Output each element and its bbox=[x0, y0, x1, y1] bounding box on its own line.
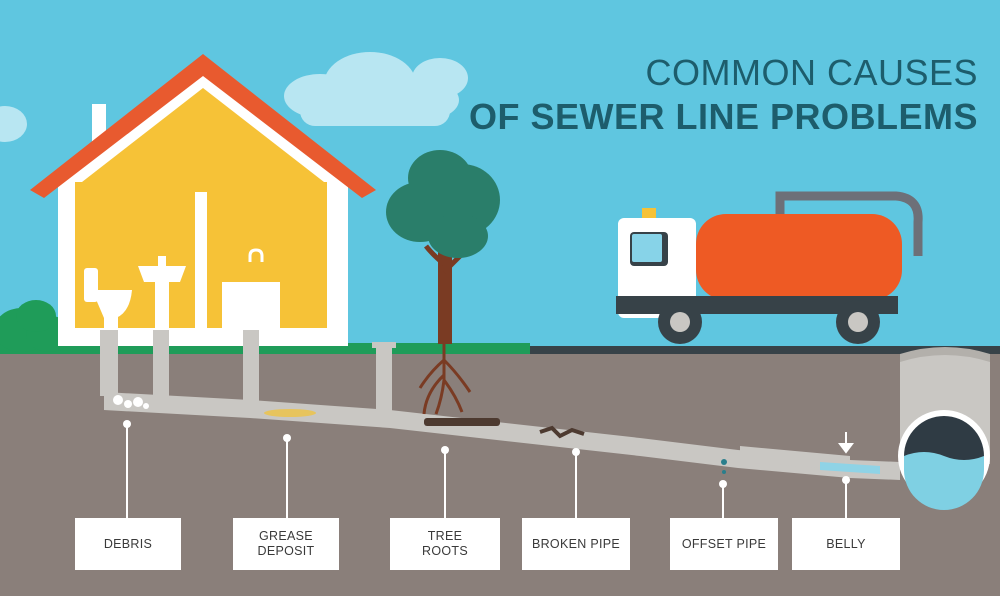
label-grease-deposit: GREASE DEPOSIT bbox=[233, 518, 339, 570]
warning-arrow-icon bbox=[838, 432, 854, 454]
crack-icon bbox=[539, 425, 585, 439]
cloud-icon bbox=[284, 52, 468, 126]
label-belly: BELLY bbox=[792, 518, 900, 570]
tree-icon bbox=[386, 150, 500, 344]
title-line-1: COMMON CAUSES bbox=[645, 52, 978, 93]
debris-icon bbox=[113, 395, 149, 409]
house-icon bbox=[30, 54, 376, 346]
kitchen-sink-icon bbox=[222, 248, 280, 328]
root-clog bbox=[424, 418, 500, 426]
road-strip bbox=[530, 346, 1000, 354]
sink-icon bbox=[138, 256, 186, 328]
cloud-icon bbox=[0, 106, 27, 142]
drip-icon bbox=[721, 459, 727, 474]
label-debris: DEBRIS bbox=[75, 518, 181, 570]
root-icon bbox=[418, 330, 472, 415]
pipe-icon bbox=[100, 330, 396, 420]
belly-water bbox=[820, 462, 880, 474]
toilet-icon bbox=[84, 268, 132, 330]
truck-icon bbox=[616, 191, 923, 344]
title-line-2: OF SEWER LINE PROBLEMS bbox=[468, 96, 978, 137]
label-tree-roots: TREE ROOTS bbox=[390, 518, 500, 570]
connector-dots bbox=[123, 420, 850, 488]
label-broken-pipe: BROKEN PIPE bbox=[522, 518, 630, 570]
manhole-icon bbox=[898, 347, 990, 510]
label-connectors bbox=[126, 424, 847, 518]
grease-icon bbox=[264, 409, 316, 417]
label-offset-pipe: OFFSET PIPE bbox=[670, 518, 778, 570]
